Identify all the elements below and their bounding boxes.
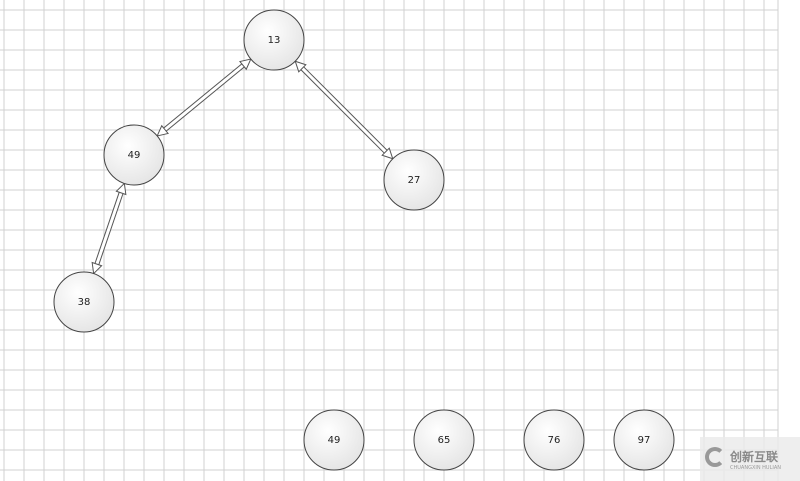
sorted-node-65[interactable]: 65 [413,409,475,471]
node-circle[interactable] [523,409,585,471]
edge-n13-n27 [294,60,394,160]
edge-n13-n49 [156,58,252,137]
node-label: 76 [548,435,561,446]
sorted-node-76[interactable]: 76 [523,409,585,471]
node-label: 27 [408,175,421,186]
tree-node-13[interactable]: 13 [243,9,305,71]
edge-n49-n38 [91,182,127,275]
node-circle[interactable] [303,409,365,471]
node-label: 49 [328,435,341,446]
arrowhead-icon [381,147,394,160]
sorted-node-49[interactable]: 49 [303,409,365,471]
node-circle[interactable] [103,124,165,186]
node-circle[interactable] [243,9,305,71]
node-label: 49 [128,150,141,161]
grid [0,0,779,481]
node-label: 65 [438,435,451,446]
watermark-subtitle: CHUANGXIN HULIAN [730,465,782,471]
node-circle[interactable] [53,271,115,333]
edges [91,58,394,275]
arrowhead-icon [239,58,252,71]
node-circle[interactable] [383,149,445,211]
nodes: 13 49 27 38 49 65 76 97 [53,9,675,471]
arrowhead-icon [156,124,169,137]
node-label: 38 [78,297,91,308]
tree-node-38[interactable]: 38 [53,271,115,333]
arrowhead-icon [115,182,127,196]
sorted-node-97[interactable]: 97 [613,409,675,471]
arrowhead-icon [294,60,307,73]
arrowhead-icon [91,261,103,275]
node-label: 97 [638,435,651,446]
watermark: 创新互联 CHUANGXIN HULIAN [700,437,800,481]
node-label: 13 [268,35,281,46]
tree-node-49[interactable]: 49 [103,124,165,186]
watermark-logo-icon [705,447,725,467]
tree-node-27[interactable]: 27 [383,149,445,211]
watermark-title: 创新互联 [730,450,779,464]
node-circle[interactable] [613,409,675,471]
node-circle[interactable] [413,409,475,471]
